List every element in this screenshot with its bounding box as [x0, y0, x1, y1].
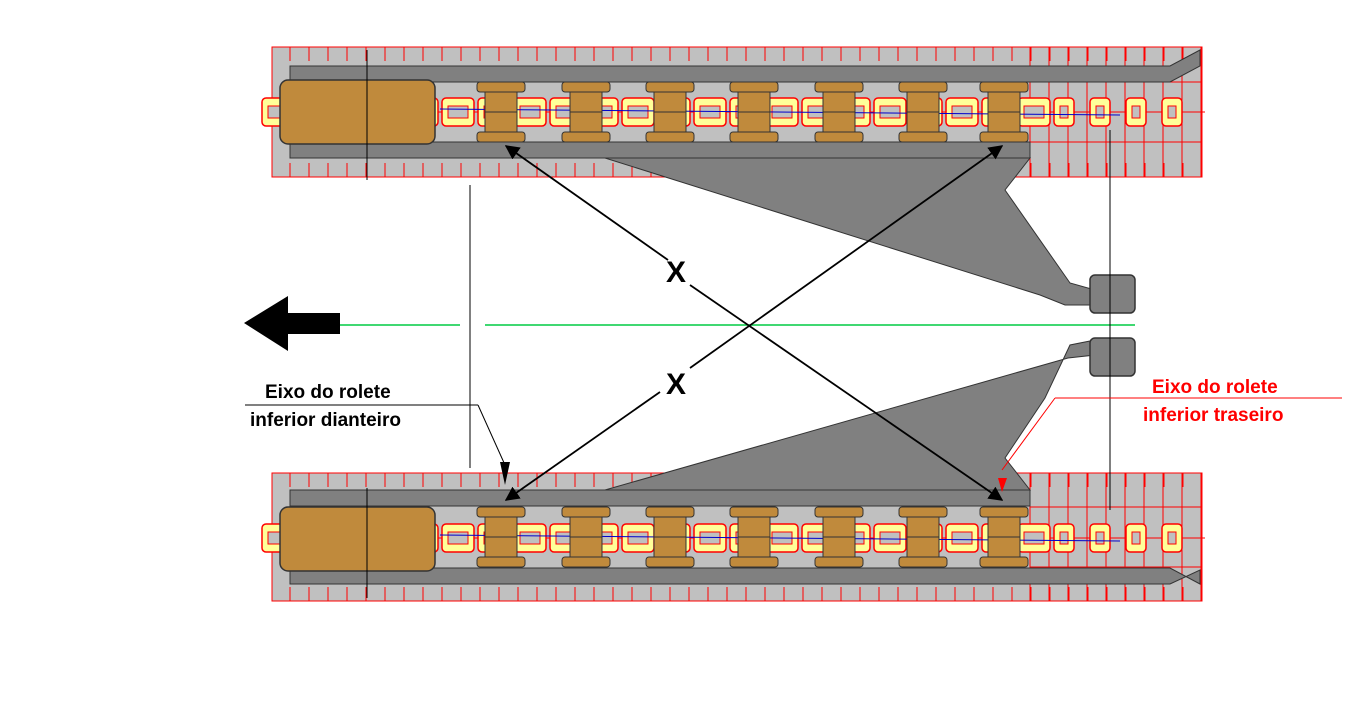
track-roller — [898, 506, 948, 568]
diagonal-measure-a-upper — [504, 145, 669, 261]
chain-link-hole — [1023, 531, 1045, 545]
rear-axis-label: Eixo do rolete inferior traseiro — [998, 377, 1342, 492]
roller-flange — [979, 131, 1029, 143]
front-axis-label-line2: inferior dianteiro — [250, 410, 401, 431]
arrow-left-icon — [244, 296, 340, 351]
roller-flange — [645, 81, 695, 93]
roller-flange — [898, 81, 948, 93]
roller-flange — [729, 131, 779, 143]
chain-link-hole — [951, 105, 973, 119]
chain-link-hole — [1131, 105, 1141, 119]
roller-flange — [898, 131, 948, 143]
chain-link-hole — [1059, 531, 1069, 545]
upper-idler-wheel — [279, 79, 436, 145]
track-roller — [645, 81, 695, 143]
chain-link-hole — [519, 105, 541, 119]
roller-flange — [645, 131, 695, 143]
front-axis-label-line1: Eixo do rolete — [265, 382, 391, 403]
roller-flange — [729, 81, 779, 93]
roller-flange — [476, 506, 526, 518]
chain-link-hole — [627, 531, 649, 545]
lower-idler-wheel — [279, 506, 436, 572]
roller-flange — [814, 131, 864, 143]
upper-rollers — [476, 81, 1029, 143]
chain-link-hole — [951, 531, 973, 545]
chain-link-hole — [1095, 531, 1105, 545]
track-roller — [979, 81, 1029, 143]
roller-flange — [814, 81, 864, 93]
chain-link-hole — [519, 531, 541, 545]
track-roller — [476, 506, 526, 568]
chain-link-hole — [1059, 105, 1069, 119]
roller-flange — [979, 556, 1029, 568]
upper-track — [261, 46, 1205, 178]
roller-flange — [561, 506, 611, 518]
roller-flange — [898, 506, 948, 518]
roller-flange — [561, 131, 611, 143]
diagonal-measure-b-lower — [504, 391, 661, 501]
chain-link-hole — [1095, 105, 1105, 119]
roller-flange — [645, 506, 695, 518]
track-roller — [814, 506, 864, 568]
front-axis-leader — [477, 404, 506, 466]
chain-link-hole — [879, 105, 901, 119]
roller-flange — [561, 556, 611, 568]
track-roller — [729, 81, 779, 143]
rear-axis-label-line1: Eixo do rolete — [1152, 377, 1278, 398]
rear-axis-leader — [1001, 397, 1056, 471]
chain-link-hole — [1167, 105, 1177, 119]
chain-link-hole — [699, 531, 721, 545]
front-axis-label: Eixo do rolete inferior dianteiro — [245, 382, 510, 485]
track-roller — [476, 81, 526, 143]
roller-flange — [814, 506, 864, 518]
upper-pivot-block — [1089, 274, 1136, 314]
rear-axis-label-line2: inferior traseiro — [1143, 405, 1283, 426]
track-roller — [898, 81, 948, 143]
chain-link-hole — [447, 531, 469, 545]
lower-frame-arm — [604, 339, 1096, 491]
x-label-upper: X — [666, 256, 686, 289]
track-roller — [729, 506, 779, 568]
roller-flange — [814, 556, 864, 568]
roller-flange — [561, 81, 611, 93]
track-roller — [979, 506, 1029, 568]
roller-flange — [729, 556, 779, 568]
roller-flange — [979, 506, 1029, 518]
roller-flange — [476, 131, 526, 143]
roller-flange — [645, 556, 695, 568]
lower-upper-rail — [289, 489, 1031, 507]
track-roller — [561, 81, 611, 143]
lower-frame-rail — [289, 567, 1201, 585]
rear-axis-pointer — [998, 478, 1007, 492]
track-roller — [814, 81, 864, 143]
lower-track — [261, 472, 1205, 602]
diagonal-measure-a-lower — [689, 284, 1004, 501]
roller-flange — [898, 556, 948, 568]
front-axis-pointer — [500, 462, 510, 485]
roller-flange — [729, 506, 779, 518]
chain-link-hole — [1167, 531, 1177, 545]
chain-link-hole — [1131, 531, 1141, 545]
chain-link-hole — [627, 105, 649, 119]
x-label-lower: X — [666, 368, 686, 401]
chain-link-hole — [879, 531, 901, 545]
chain-link-hole — [699, 105, 721, 119]
diagonal-measure-b-upper — [689, 145, 1004, 369]
lower-rollers — [476, 506, 1029, 568]
roller-flange — [979, 81, 1029, 93]
track-roller — [561, 506, 611, 568]
roller-flange — [476, 81, 526, 93]
roller-flange — [476, 556, 526, 568]
lower-pivot-block — [1089, 337, 1136, 377]
track-roller — [645, 506, 695, 568]
chain-link-hole — [447, 105, 469, 119]
chain-link-hole — [1023, 105, 1045, 119]
